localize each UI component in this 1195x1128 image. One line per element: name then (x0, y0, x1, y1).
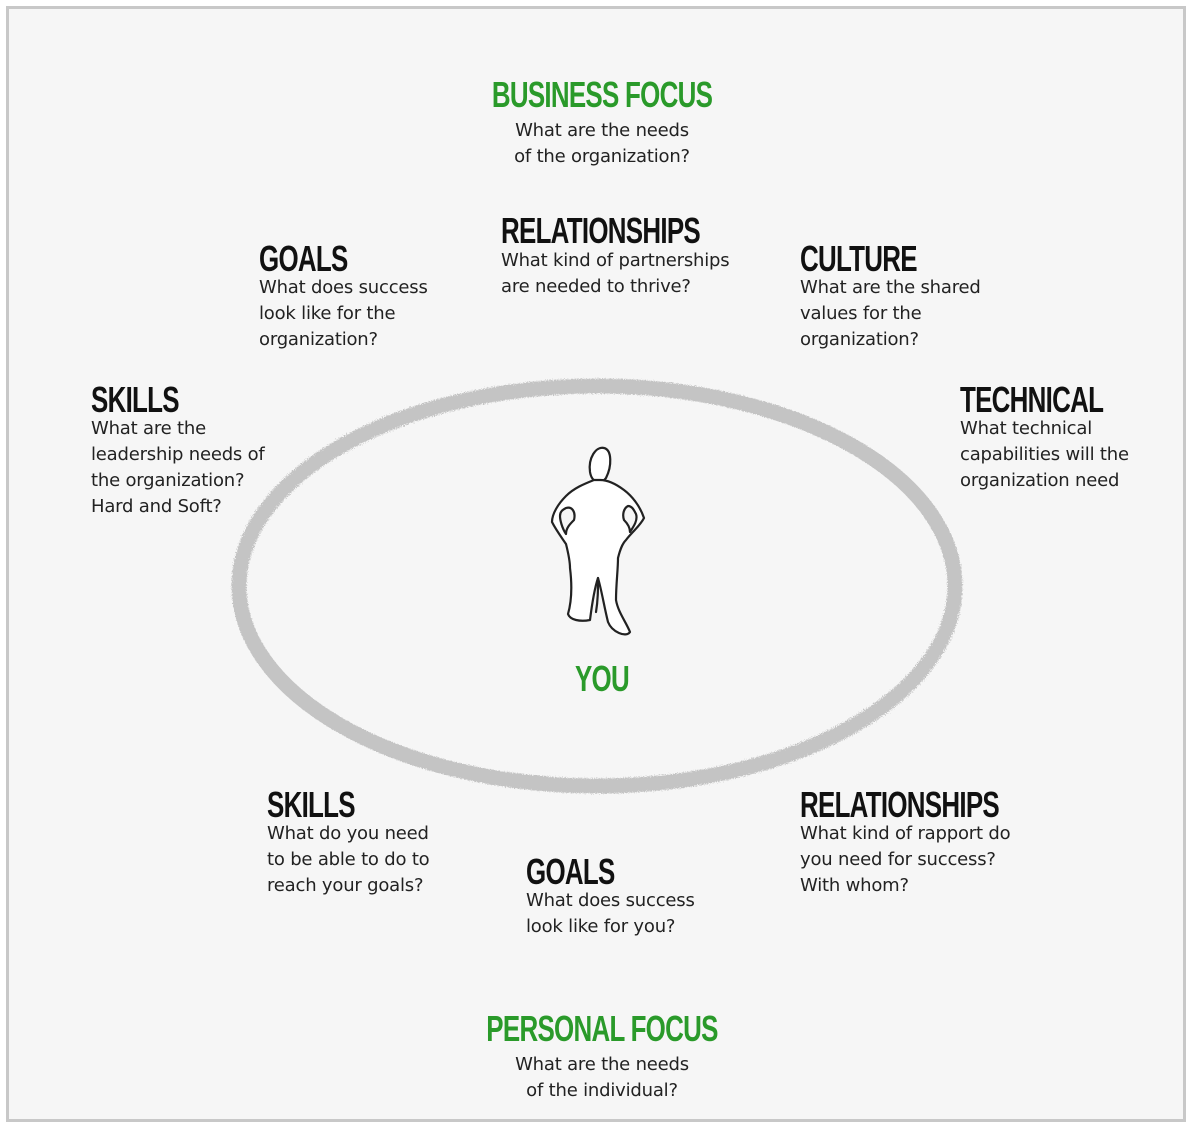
personal-focus-text: What are the needs of the individual? (515, 1054, 689, 1101)
personal-focus-title: PERSONAL FOCUS (486, 1008, 718, 1049)
personal-focus-block: PERSONAL FOCUS What are the needs of the… (397, 1010, 807, 1104)
individual-relationships-title: RELATIONSHIPS (800, 784, 1000, 825)
org-skills-text: What are the leadership needs of the org… (91, 418, 265, 517)
org-goals-text: What does success look like for the orga… (259, 277, 428, 350)
person-figure-icon (550, 446, 646, 636)
individual-skills-title: SKILLS (267, 784, 356, 825)
individual-skills-text: What do you need to be able to do to rea… (267, 823, 430, 896)
individual-goals-text: What does success look like for you? (526, 890, 695, 937)
business-focus-block: BUSINESS FOCUS What are the needs of the… (397, 76, 807, 170)
individual-goals-block: GOALS What does success look like for yo… (526, 853, 726, 940)
org-technical-block: TECHNICAL What technical capabilities wi… (960, 381, 1180, 494)
you-label: YOU (574, 658, 630, 699)
individual-relationships-block: RELATIONSHIPS What kind of rapport do yo… (800, 786, 1060, 899)
org-relationships-block: RELATIONSHIPS What kind of partnerships … (501, 212, 761, 300)
org-skills-block: SKILLS What are the leadership needs of … (91, 381, 291, 520)
org-skills-title: SKILLS (91, 379, 180, 420)
org-culture-block: CULTURE What are the shared values for t… (800, 240, 1020, 353)
individual-goals-title: GOALS (526, 851, 615, 892)
org-culture-text: What are the shared values for the organ… (800, 277, 981, 350)
org-goals-block: GOALS What does success look like for th… (259, 240, 459, 353)
org-culture-title: CULTURE (800, 238, 918, 279)
org-technical-text: What technical capabilities will the org… (960, 418, 1129, 491)
you-block: YOU (502, 660, 702, 698)
individual-relationships-text: What kind of rapport do you need for suc… (800, 823, 1011, 896)
org-relationships-title: RELATIONSHIPS (501, 210, 701, 251)
focus-ellipse (231, 378, 963, 794)
individual-skills-block: SKILLS What do you need to be able to do… (267, 786, 467, 899)
business-focus-title: BUSINESS FOCUS (491, 74, 713, 115)
org-relationships-text: What kind of partnerships are needed to … (501, 250, 730, 297)
org-technical-title: TECHNICAL (960, 379, 1104, 420)
business-focus-text: What are the needs of the organization? (514, 120, 690, 167)
org-goals-title: GOALS (259, 238, 348, 279)
